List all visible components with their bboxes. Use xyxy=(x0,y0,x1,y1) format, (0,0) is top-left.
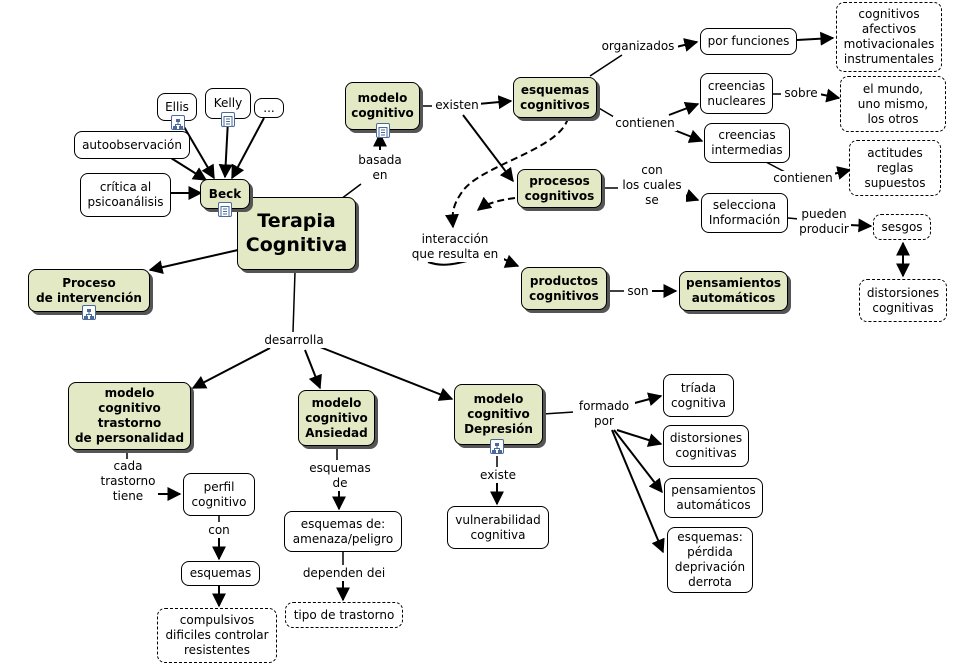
link-formado-distorsiones xyxy=(616,429,663,447)
cmap-link-icon[interactable] xyxy=(82,305,96,320)
label-desarrolla: desarrolla xyxy=(260,333,328,348)
concept-esquemas-perdida[interactable]: esquemas: pérdida deprivación derrota xyxy=(667,527,753,593)
label-contienen-2: contienen xyxy=(771,171,835,186)
concept-selecciona-informacion[interactable]: selecciona Información xyxy=(701,193,788,233)
label-contienen-1: contienen xyxy=(613,116,677,131)
concept-productos-cognitivos[interactable]: productos cognitivos xyxy=(521,267,607,310)
link-formado-pensamientos xyxy=(613,429,663,494)
link-formado-esquemas xyxy=(611,429,665,554)
link-contienen-actitudes xyxy=(832,166,852,180)
concept-perfil-cognitivo[interactable]: perfil cognitivo xyxy=(183,473,255,516)
concept-amenaza-peligro[interactable]: esquemas de: amenaza/peligro xyxy=(284,511,402,552)
concept-procesos-cognitivos[interactable]: procesos cognitivos xyxy=(517,169,602,208)
concept-more[interactable]: ... xyxy=(254,98,284,118)
link-ellis-beck xyxy=(179,119,215,180)
label-pueden-producir: pueden producir xyxy=(797,207,851,237)
document-icon[interactable] xyxy=(218,202,232,217)
link-depresion-formado xyxy=(542,411,575,415)
label-sobre: sobre xyxy=(781,86,821,101)
concept-terapia-cognitiva[interactable]: Terapia Cognitiva xyxy=(237,197,356,270)
label-existen: existen xyxy=(433,98,481,113)
label-cada-trastorno: cada trastorno tiene xyxy=(98,459,158,504)
link-existen-procesos xyxy=(462,114,514,183)
concept-creencias-intermedias[interactable]: creencias intermedias xyxy=(704,123,790,163)
concept-distorsiones-cognitivas-top[interactable]: distorsiones cognitivas xyxy=(859,279,947,322)
concept-por-funciones[interactable]: por funciones xyxy=(700,28,797,55)
concept-compulsivos[interactable]: compulsivos dificiles controlar resisten… xyxy=(157,608,277,663)
concept-tipos-funciones[interactable]: cognitivos afectivos motivacionales inst… xyxy=(836,2,942,72)
link-desarrolla-ansiedad xyxy=(304,349,322,390)
link-procesos-interaccion xyxy=(476,196,516,211)
concept-actitudes[interactable]: actitudes reglas supuestos xyxy=(849,140,941,196)
concept-esquemas[interactable]: esquemas xyxy=(181,561,260,586)
label-basada-en: basada en xyxy=(356,153,404,183)
concept-sesgos[interactable]: sesgos xyxy=(873,214,931,240)
link-terapia-proceso xyxy=(148,249,239,275)
label-con: con xyxy=(203,523,235,538)
label-con-los-cuales: con los cuales se xyxy=(618,163,686,208)
document-icon[interactable] xyxy=(376,123,390,138)
link-autoobservacion-beck xyxy=(170,157,208,181)
link-esquemas-interaccion xyxy=(444,117,569,229)
link-terapia-desarrolla xyxy=(292,271,296,333)
label-son: son xyxy=(624,284,652,299)
link-sobre-mundo xyxy=(818,88,841,103)
concept-modelo-personalidad[interactable]: modelo cognitivo trastorno de personalid… xyxy=(68,382,191,450)
concept-esquemas-cognitivos[interactable]: esquemas cognitivos xyxy=(513,77,597,118)
link-organizados-funciones xyxy=(675,38,699,52)
link-desarrolla-personalidad xyxy=(191,347,271,389)
link-formado-triada xyxy=(630,392,663,407)
label-organizados: organizados xyxy=(598,39,678,54)
link-intermedias-contienen xyxy=(765,161,786,173)
link-esquemas-contienen xyxy=(596,106,615,118)
concept-critica-psicoanalisis[interactable]: crítica al psicoanálisis xyxy=(80,173,171,217)
concept-creencias-nucleares[interactable]: creencias nucleares xyxy=(700,73,773,114)
concept-beck[interactable]: Beck xyxy=(200,179,250,209)
concept-modelo-cognitivo[interactable]: modelo cognitivo xyxy=(345,82,420,130)
link-more-beck xyxy=(231,117,265,180)
label-interaccion: interacción que resulta en xyxy=(406,232,504,262)
concept-pensamientos-automaticos-dep[interactable]: pensamientos automáticos xyxy=(664,478,763,518)
link-producir-sesgos xyxy=(848,218,873,233)
concept-proceso-intervencion[interactable]: Proceso de intervención xyxy=(28,269,150,312)
link-desarrolla-depresion xyxy=(319,346,454,401)
link-existen-esquemas xyxy=(477,95,513,110)
concept-vulnerabilidad[interactable]: vulnerabilidad cognitiva xyxy=(447,506,549,549)
concept-distorsiones-cognitivas[interactable]: distorsiones cognitivas xyxy=(663,425,749,467)
concept-triada-cognitiva[interactable]: tríada cognitiva xyxy=(663,374,734,417)
link-contienen-nucleares xyxy=(668,101,700,116)
link-terapia-basada xyxy=(340,183,362,200)
label-dependen-dei: dependen dei xyxy=(298,566,390,581)
cmap-link-icon[interactable] xyxy=(490,439,504,454)
concept-mundo-otros[interactable]: el mundo, uno mismo, los otros xyxy=(840,76,946,132)
concept-modelo-depresion[interactable]: modelo cognitivo Depresión xyxy=(454,384,543,445)
label-formado-por: formado por xyxy=(573,399,635,429)
link-funciones-tipos xyxy=(796,31,835,46)
cmap-link-icon[interactable] xyxy=(171,115,185,130)
concept-pensamientos-automaticos[interactable]: pensamientos automáticos xyxy=(679,271,788,311)
link-kelly-beck xyxy=(218,119,233,179)
document-icon[interactable] xyxy=(221,112,235,127)
concept-autoobservacion[interactable]: autoobservación xyxy=(74,131,190,159)
concept-modelo-ansiedad[interactable]: modelo cognitivo Ansiedad xyxy=(298,390,375,446)
concept-tipo-trastorno[interactable]: tipo de trastorno xyxy=(285,602,403,628)
label-esquemas-de: esquemas de xyxy=(304,461,376,491)
label-existe: existe xyxy=(474,468,522,483)
link-esquemas-organizados xyxy=(589,54,623,77)
